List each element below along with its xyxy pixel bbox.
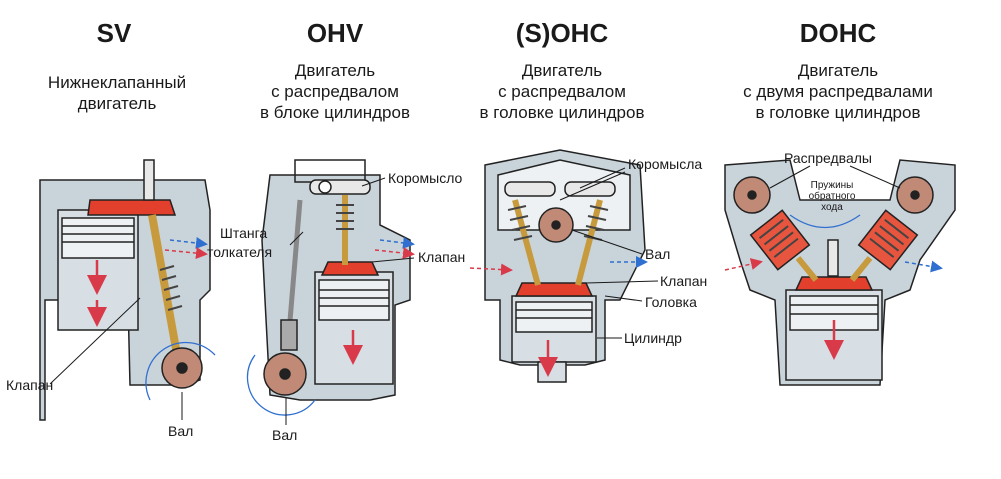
- ohv-subtitle: Двигатель с распредвалом в блоке цилиндр…: [260, 61, 410, 122]
- dohc-label-camshafts: Распредвалы: [784, 150, 872, 166]
- dohc-subtitle: Двигатель с двумя распредвалами в головк…: [743, 61, 933, 122]
- ohv-label-pushrod-2: толкателя: [207, 244, 273, 260]
- sv-title: SV: [96, 18, 132, 48]
- sohc-label-cylinder: Цилиндр: [624, 330, 682, 346]
- ohv-label-shaft: Вал: [272, 427, 298, 443]
- sohc-title: (S)OHC: [515, 18, 609, 48]
- sohc-label-shaft: Вал: [645, 246, 671, 262]
- sohc-subtitle: Двигатель с распредвалом в головке цилин…: [479, 61, 645, 122]
- dohc-title: DOHC: [799, 18, 877, 48]
- ohv-title: OHV: [306, 18, 364, 48]
- sv-engine-illustration: [39, 159, 216, 421]
- ohv-engine-illustration: [246, 159, 411, 416]
- sohc-engine-illustration: [484, 149, 646, 383]
- sv-subtitle: Нижнеклапанный двигатель: [47, 73, 187, 113]
- ohv-label-rocker: Коромысло: [388, 170, 463, 186]
- dohc-engine-illustration: [724, 159, 956, 386]
- ohv-label-valve: Клапан: [418, 249, 466, 265]
- ohv-label-pushrod-1: Штанга: [220, 225, 268, 241]
- sv-label-shaft: Вал: [168, 423, 194, 439]
- sohc-label-head: Головка: [645, 294, 697, 310]
- sv-label-valve: Клапан: [6, 377, 54, 393]
- sohc-label-valve: Клапан: [660, 273, 708, 289]
- dohc-label-springs: Пружины обратного хода: [808, 180, 856, 213]
- sohc-label-rockers: Коромысла: [628, 156, 703, 172]
